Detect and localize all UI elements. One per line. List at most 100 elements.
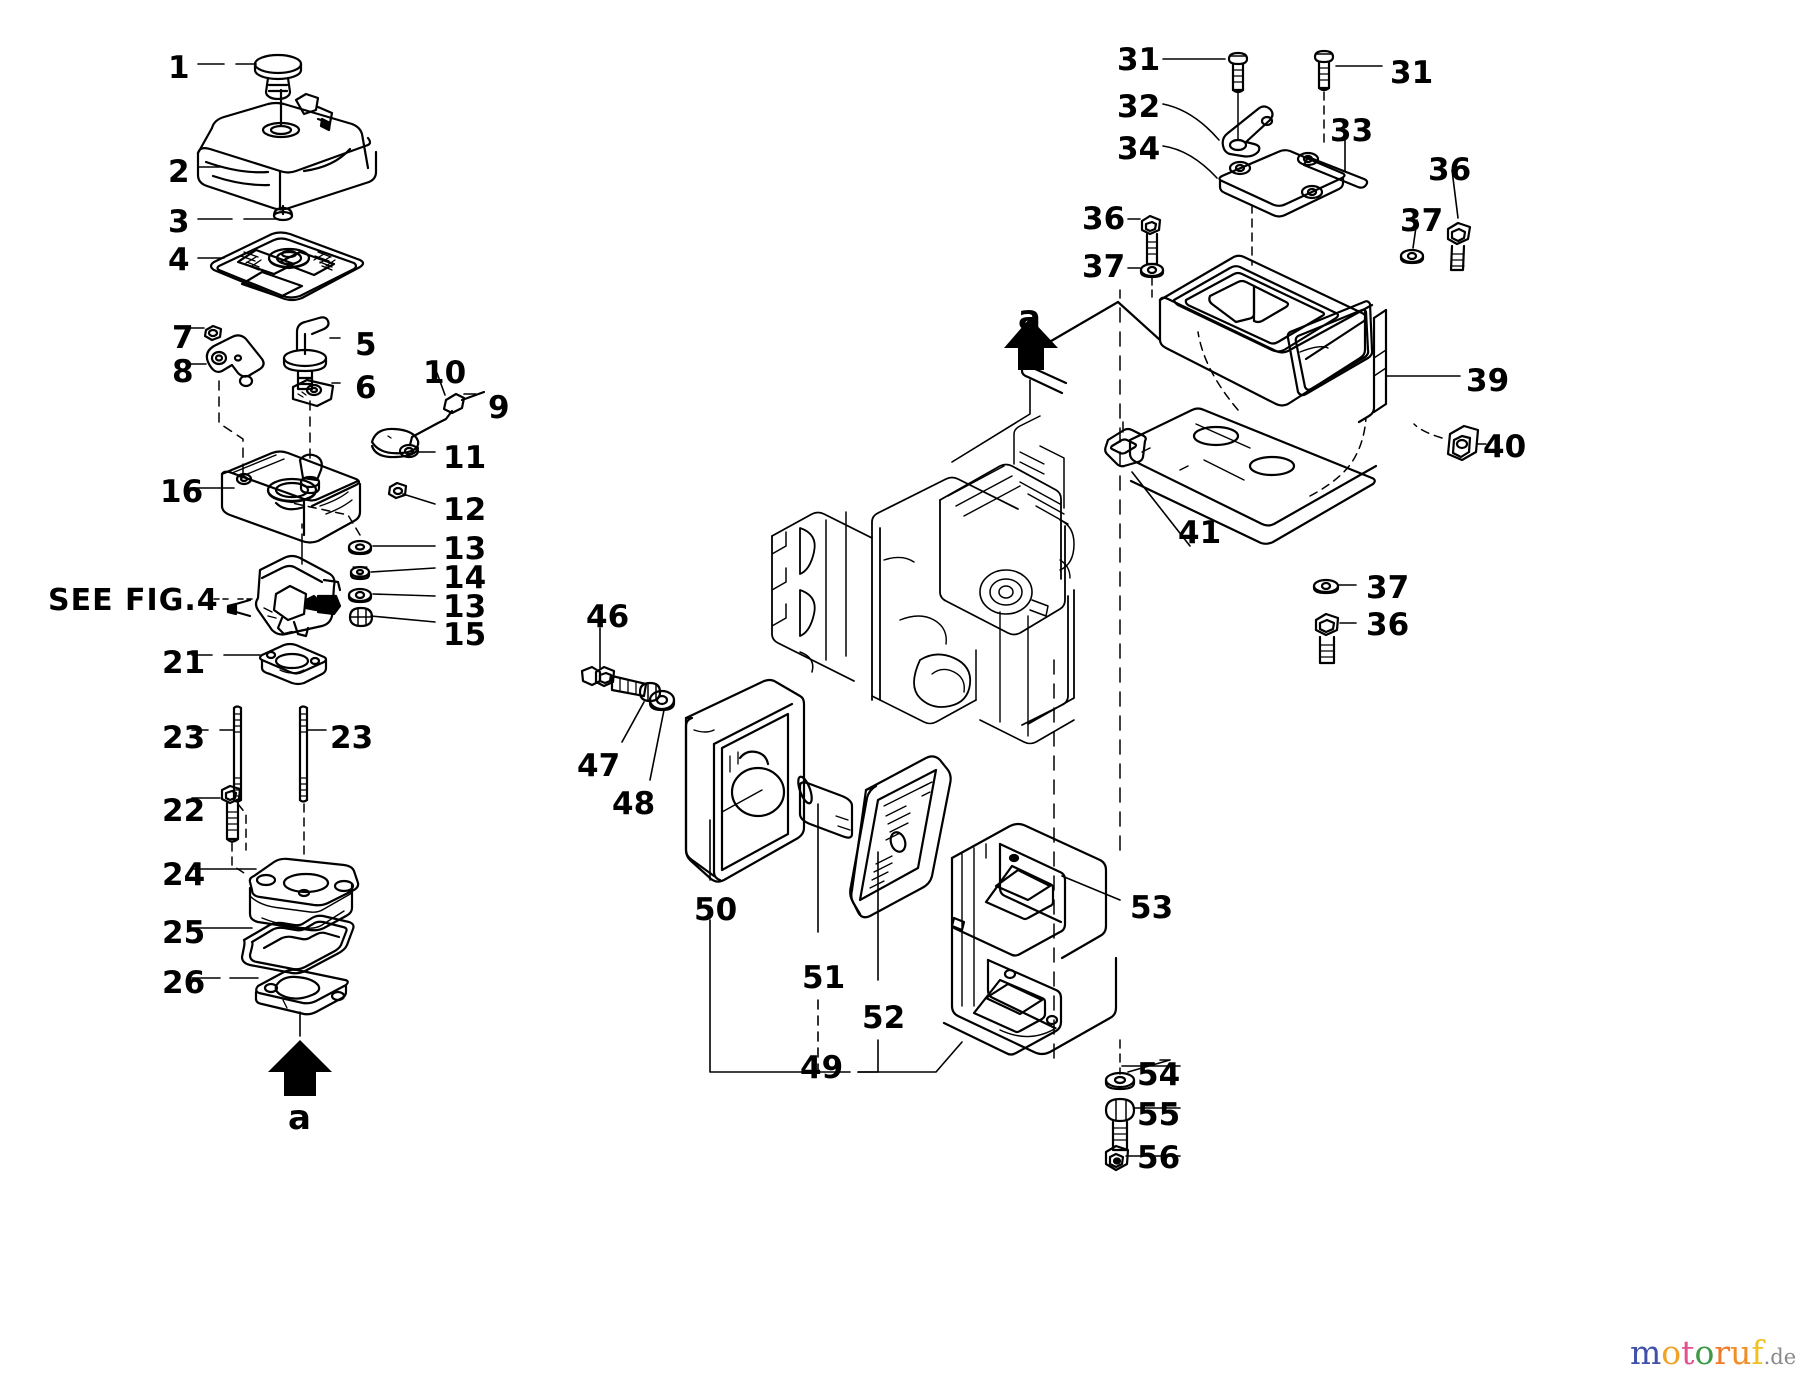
- callout-22: 22: [162, 793, 206, 829]
- callout-31-a: 31: [1117, 42, 1161, 78]
- callout-13-a: 13: [443, 531, 487, 567]
- callout-37-c: 37: [1366, 570, 1410, 606]
- part-50-cover: [684, 678, 806, 883]
- callout-37-a: 37: [1082, 249, 1126, 285]
- logo-letter-o2: o: [1694, 1333, 1715, 1372]
- part-41-bracket: [1104, 421, 1147, 468]
- part-14-washer: [349, 565, 371, 581]
- part-39-housing: [1018, 254, 1388, 545]
- part-34-cover-plate: [1218, 149, 1346, 218]
- callout-25: 25: [162, 915, 206, 951]
- callout-7: 7: [172, 320, 194, 356]
- part-31a-screw: [1227, 51, 1249, 94]
- section-arrow-a-left: [268, 1040, 332, 1096]
- logo-letter-m: m: [1630, 1333, 1662, 1372]
- part-31b-screw: [1313, 49, 1335, 92]
- callout-11: 11: [443, 440, 487, 476]
- callout-1: 1: [168, 50, 190, 86]
- logo-letter-r: r: [1714, 1333, 1731, 1372]
- logo-letter-o1: o: [1661, 1333, 1682, 1372]
- part-26-flange: [254, 968, 349, 1016]
- callout-5: 5: [355, 327, 377, 363]
- callout-24: 24: [162, 857, 206, 893]
- callout-40: 40: [1483, 429, 1527, 465]
- callout-50: 50: [694, 892, 738, 928]
- callout-15: 15: [443, 617, 487, 653]
- part-56-bolt: [1104, 1120, 1130, 1172]
- callout-6: 6: [355, 370, 377, 406]
- part-53-muffler: [942, 822, 1118, 1056]
- part-13a-washer: [347, 539, 373, 556]
- see-fig-4-reference: SEE FIG.4: [48, 583, 219, 618]
- part-36a-bolt: [1140, 214, 1162, 266]
- part-7-nut: [203, 324, 223, 342]
- callout-47: 47: [577, 748, 621, 784]
- callout-14: 14: [443, 560, 487, 596]
- part-6-valve-plate: [291, 378, 335, 408]
- callout-3: 3: [168, 204, 190, 240]
- part-36c-bolt: [1314, 612, 1340, 665]
- part-16-base: [220, 450, 362, 544]
- part-8-bracket: [205, 334, 265, 388]
- callout-39: 39: [1466, 363, 1510, 399]
- part-carburetor: [226, 541, 342, 638]
- callout-37-b: 37: [1400, 203, 1444, 239]
- callout-36-b: 36: [1428, 152, 1472, 188]
- callout-56: 56: [1137, 1140, 1181, 1176]
- section-mark-a-left: a: [288, 1098, 311, 1138]
- part-5-fuel-valve: [282, 316, 330, 391]
- callout-4: 4: [168, 242, 190, 278]
- callout-36-c: 36: [1366, 607, 1410, 643]
- part-21-insulator: [258, 642, 328, 686]
- part-33-rod: [1296, 151, 1369, 189]
- section-mark-a-right: a: [1018, 298, 1041, 338]
- part-55-lockwasher: [1104, 1097, 1136, 1123]
- logo-letter-t: t: [1681, 1333, 1695, 1372]
- part-3-grommet: [272, 204, 294, 222]
- logo-letter-u: u: [1730, 1333, 1752, 1372]
- callout-32: 32: [1117, 89, 1161, 125]
- part-13b-washer: [347, 587, 373, 604]
- callout-31-b: 31: [1390, 55, 1434, 91]
- callout-2: 2: [168, 154, 190, 190]
- part-51-tube: [797, 775, 854, 839]
- part-24-manifold: [248, 857, 360, 932]
- callout-46: 46: [586, 599, 630, 635]
- section-arrow-a-right: [1004, 318, 1058, 370]
- part-23b-stud: [298, 705, 309, 803]
- callout-53: 53: [1130, 890, 1174, 926]
- callout-21: 21: [162, 645, 206, 681]
- callout-12: 12: [443, 492, 487, 528]
- callout-8: 8: [172, 354, 194, 390]
- part-11-float: [370, 427, 420, 459]
- part-37b-washer: [1399, 248, 1425, 265]
- callout-55: 55: [1137, 1097, 1181, 1133]
- callout-34: 34: [1117, 131, 1161, 167]
- callout-13-b: 13: [443, 589, 487, 625]
- part-22-bolt: [220, 784, 242, 843]
- callout-26: 26: [162, 965, 206, 1001]
- callout-51: 51: [802, 960, 846, 996]
- part-1-fuel-cap: [253, 53, 303, 101]
- callout-48: 48: [612, 786, 656, 822]
- part-40-plug: [1446, 424, 1480, 462]
- part-48-washer: [648, 689, 676, 712]
- callout-10: 10: [423, 355, 467, 391]
- callout-41: 41: [1178, 515, 1222, 551]
- part-10-needle: [408, 390, 486, 447]
- callout-54: 54: [1137, 1057, 1181, 1093]
- callout-23-b: 23: [330, 720, 374, 756]
- callout-52: 52: [862, 1000, 906, 1036]
- part-37c-washer: [1312, 578, 1340, 595]
- callout-23-a: 23: [162, 720, 206, 756]
- callout-33: 33: [1330, 113, 1374, 149]
- callout-49: 49: [800, 1050, 844, 1086]
- callout-16: 16: [160, 474, 204, 510]
- part-37a-washer: [1139, 262, 1165, 279]
- part-54-washer: [1104, 1071, 1136, 1091]
- logo-letter-f: f: [1751, 1333, 1764, 1372]
- part-32-clamp: [1221, 105, 1274, 158]
- part-12-nut: [387, 481, 408, 500]
